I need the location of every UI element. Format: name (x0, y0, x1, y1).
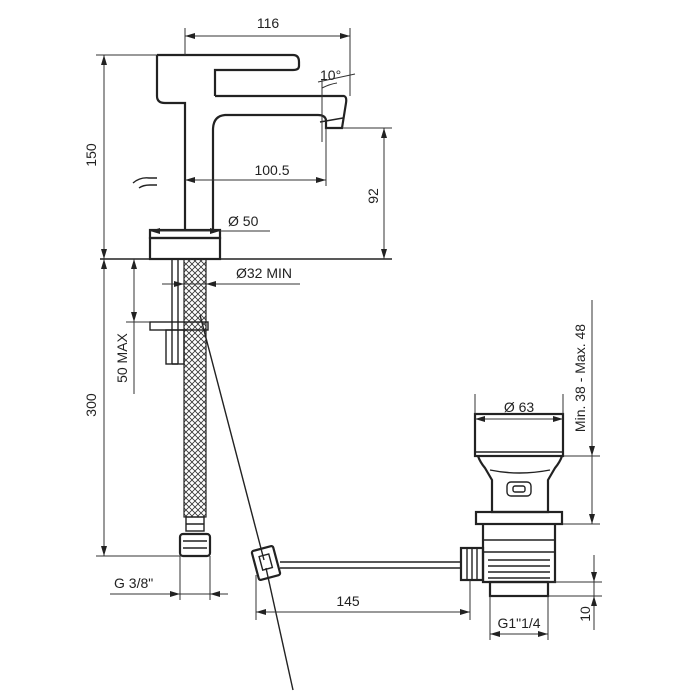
control-rod (199, 314, 265, 561)
rod-clamp (250, 545, 282, 581)
label-thread-length: 10 (577, 606, 593, 622)
label-waste-range: Min. 38 - Max. 48 (572, 324, 588, 432)
dim-deck-thickness: 50 MAX (114, 259, 150, 394)
waste-fitting (459, 412, 565, 598)
label-hose-length: 300 (83, 393, 99, 417)
label-hole-diameter: Ø32 MIN (236, 265, 292, 281)
label-waste-flange: Ø 63 (504, 399, 535, 415)
supply-hose (149, 258, 209, 518)
label-rod-length: 145 (336, 593, 360, 609)
label-lever-angle: 10° (320, 67, 341, 83)
dim-hose-thread: G 3/8" (110, 556, 228, 600)
dim-spout-projection: 100.5 (185, 128, 327, 186)
label-spout-projection: 100.5 (254, 162, 289, 178)
dim-hole-diameter: Ø32 MIN (162, 265, 300, 287)
dim-overall-height: 150 (83, 54, 157, 259)
dim-waste-thread: G1"1/4 (489, 596, 549, 640)
label-spout-height: 92 (365, 188, 381, 204)
label-deck-thickness: 50 MAX (114, 332, 130, 382)
dim-waste-flange: Ø 63 (474, 394, 564, 422)
label-hose-thread: G 3/8" (114, 575, 153, 591)
label-overall-height: 150 (83, 143, 99, 167)
hose-connector (178, 516, 212, 558)
dim-spout-reach: 116 (184, 15, 351, 96)
dim-spout-height: 92 (342, 127, 392, 259)
label-base-diameter: Ø 50 (228, 213, 259, 229)
label-waste-thread: G1"1/4 (497, 615, 540, 631)
dim-waste-range: Min. 38 - Max. 48 (563, 300, 600, 525)
dim-rod-length: 145 (255, 575, 471, 620)
dim-base-diameter: Ø 50 (150, 213, 270, 234)
dim-lever-angle: 10° (317, 67, 356, 142)
dim-thread-length: 10 (548, 555, 602, 630)
dim-hose-length: 300 (83, 259, 180, 557)
label-spout-reach: 116 (257, 15, 280, 31)
